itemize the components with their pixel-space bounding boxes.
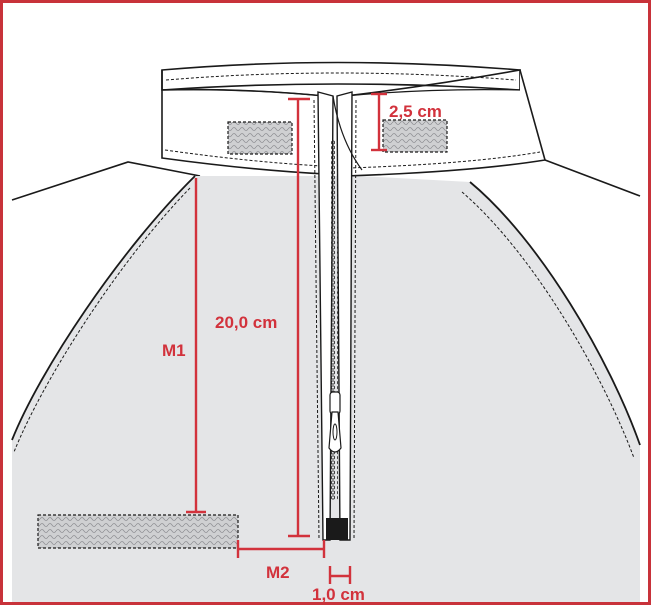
dimension-label-m1: M1 — [162, 341, 186, 360]
collar-bottom-stitch-left — [164, 149, 323, 167]
collar-top-stitch — [165, 72, 517, 81]
left-raglan-seam — [11, 175, 196, 441]
dimension-lines — [186, 92, 387, 584]
zipper-teeth — [331, 140, 338, 500]
left-raglan-stitch — [13, 187, 191, 453]
chest-velcro-patch — [37, 514, 239, 549]
collar-velcro-left — [227, 121, 293, 155]
zipper-collar-fold — [332, 95, 363, 171]
collar-velcro-right — [382, 119, 448, 153]
collar-bottom-stitch-right — [347, 151, 541, 169]
dimension-label-zipper-gap: 1,0 cm — [312, 585, 365, 604]
zipper-placket-right — [336, 91, 353, 541]
right-raglan-stitch — [461, 191, 635, 459]
zipper-right-stitch — [353, 99, 357, 541]
zipper-bottom-stop — [326, 518, 348, 540]
right-raglan-seam — [469, 181, 641, 446]
zipper-pull-icon — [328, 391, 342, 453]
shoulder-outline — [11, 159, 641, 201]
dimension-label-collar-height: 2,5 cm — [389, 102, 442, 121]
zipper-left-stitch — [313, 99, 320, 541]
collar-right-outline — [344, 69, 547, 177]
dimension-label-zipper-length: 20,0 cm — [215, 313, 277, 332]
collar-inner-edge — [161, 89, 521, 97]
dimension-label-m2: M2 — [266, 563, 290, 582]
